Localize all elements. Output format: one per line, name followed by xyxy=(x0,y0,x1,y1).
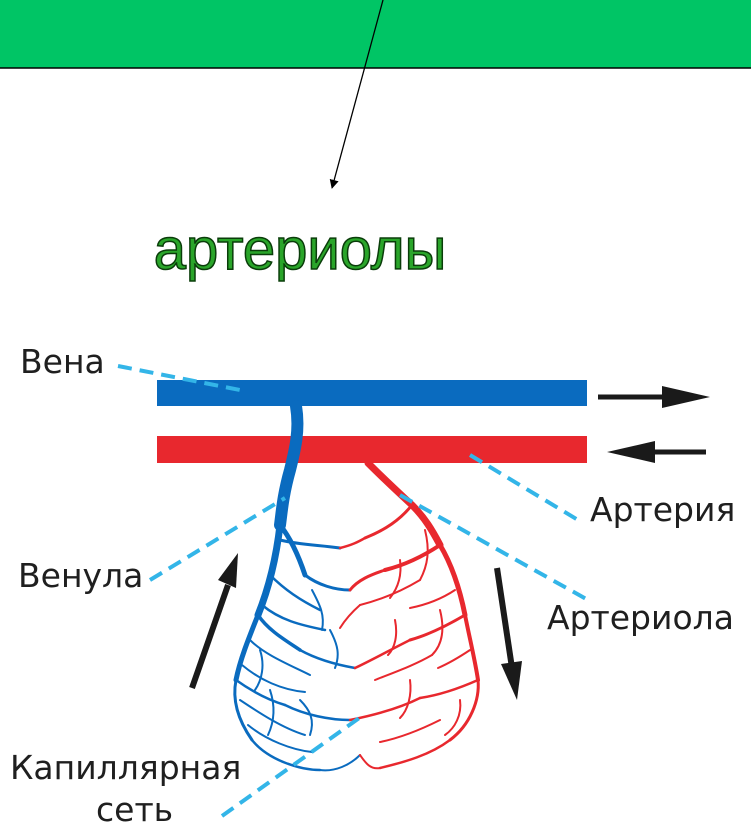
flow-arrow-up xyxy=(192,553,238,688)
flow-arrow-vein-out xyxy=(598,386,710,408)
pointer-venule xyxy=(150,498,285,580)
artery-bar xyxy=(157,436,587,463)
label-arteriole: Артериола xyxy=(547,598,734,638)
arterial-network xyxy=(340,463,478,768)
pointer-artery xyxy=(470,455,578,520)
flow-arrow-down xyxy=(497,568,522,700)
label-capillary-line2: сеть xyxy=(96,790,173,830)
diagram-heading: артериолы xyxy=(0,215,600,285)
label-artery: Артерия xyxy=(590,490,735,530)
vein-bar xyxy=(157,380,587,406)
label-venule: Венула xyxy=(18,556,143,596)
flow-arrow-artery-in xyxy=(607,441,706,463)
pointer-arrow xyxy=(332,0,383,188)
label-capillary-line1: Капиллярная xyxy=(10,748,241,788)
label-vein: Вена xyxy=(20,342,105,382)
